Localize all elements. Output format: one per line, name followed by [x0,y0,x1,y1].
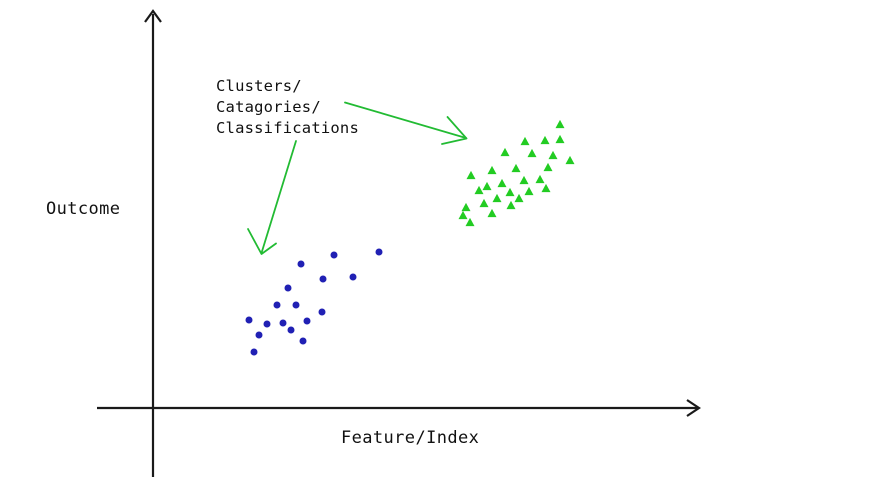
y-axis-arrowhead-icon [144,9,162,23]
data-point [319,275,327,283]
data-point [284,284,292,292]
data-point [487,208,497,218]
data-point [524,186,534,196]
data-point [514,193,524,203]
data-point [245,316,253,324]
annotation-line-1: Clusters/ [216,77,302,95]
data-point [555,134,565,144]
annotation-line-3: Classifications [216,119,359,137]
x-axis-arrowhead-icon [686,399,701,417]
annotation-arrow-to-blue-cluster [247,140,297,255]
data-point [466,170,476,180]
data-point [297,260,305,268]
data-point [250,348,258,356]
annotation-arrow-to-green-cluster [344,101,468,145]
data-point [541,183,551,193]
data-point [487,165,497,175]
data-point [479,198,489,208]
y-axis-label: Outcome [46,199,120,219]
data-point [520,136,530,146]
series-cluster-a-points [245,248,383,356]
data-point [511,163,521,173]
cluster-annotation-text: Clusters/ Catagories/ Classifications [216,77,359,137]
data-point [292,301,300,309]
data-point [548,150,558,160]
annotation-line-2: Catagories/ [216,98,321,116]
data-point [299,337,307,345]
data-point [555,119,565,129]
data-point [279,319,287,327]
data-point [474,185,484,195]
data-point [318,308,326,316]
data-point [505,187,515,197]
data-point [492,193,502,203]
data-point [375,248,383,256]
y-axis [144,9,162,477]
data-point [527,148,537,158]
data-point [287,326,295,334]
data-point [519,175,529,185]
x-axis [97,399,701,417]
data-point [330,251,338,259]
data-point [565,155,575,165]
data-point [482,181,492,191]
data-point [458,210,468,220]
data-point [500,147,510,157]
data-point [263,320,271,328]
data-point [349,273,357,281]
data-point [255,331,263,339]
data-point [303,317,311,325]
data-point [540,135,550,145]
data-point [535,174,545,184]
data-point [461,202,471,212]
data-point [497,178,507,188]
data-point [273,301,281,309]
data-point [465,217,475,227]
data-point [543,162,553,172]
data-point [506,200,516,210]
x-axis-label: Feature/Index [341,428,479,448]
series-cluster-b-points [458,119,575,227]
